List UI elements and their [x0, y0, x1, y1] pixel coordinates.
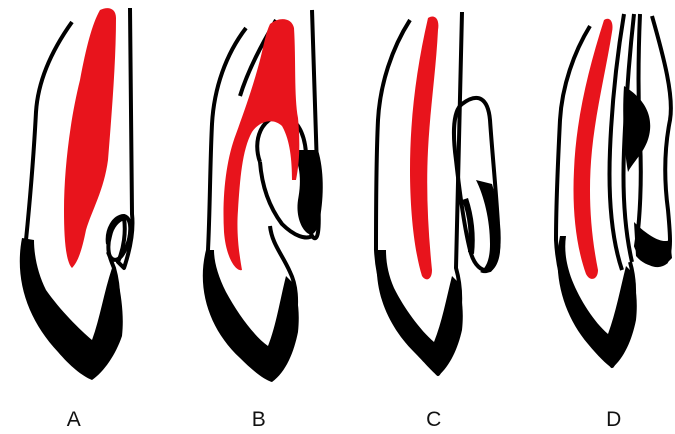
tooth-d-canal [574, 19, 613, 279]
panel-label-c: C [404, 408, 464, 432]
panel-label-d: D [584, 408, 644, 432]
tooth-b [203, 10, 323, 382]
tooth-d-root-shadow-upper [623, 86, 650, 172]
tooth-b-canal [224, 19, 300, 270]
panel-label-b: B [229, 408, 289, 432]
panel-label-a: A [44, 408, 104, 432]
tooth-d-root-shadow-lower [634, 222, 672, 266]
tooth-c [376, 12, 501, 376]
tooth-d-inner-wall-1 [610, 14, 625, 270]
tooth-a [20, 8, 133, 380]
tooth-c-canal [410, 17, 438, 280]
tooth-d [556, 14, 672, 368]
